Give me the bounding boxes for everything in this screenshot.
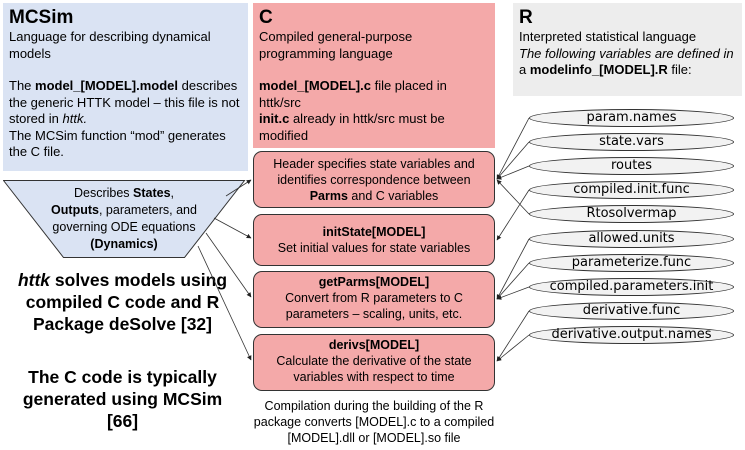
derivs-title: derivs[MODEL] xyxy=(328,338,420,352)
getparms-title: getParms[MODEL] xyxy=(318,275,430,289)
initstate-title: initState[MODEL] xyxy=(322,225,426,239)
mcsim-subtitle: Language for describing dynamical models xyxy=(9,29,211,61)
arrow-parameterize-func xyxy=(496,262,530,300)
getparms-box: getParms[MODEL] Convert from R parameter… xyxy=(253,271,495,328)
header-box: Header specifies state variables and ide… xyxy=(253,151,495,208)
var-compiled-init-func: compiled.init.func xyxy=(529,181,734,199)
r-italic-line: The following variables are defined in xyxy=(519,45,734,61)
r-panel: R Interpreted statistical language The f… xyxy=(513,3,742,96)
r-title: R xyxy=(519,7,533,28)
mcsim-mod-description: The MCSim function “mod” generates the C… xyxy=(9,127,226,160)
mcsim-title: MCSim xyxy=(9,7,74,28)
httk-note: httk solves models using compiled C code… xyxy=(17,270,228,334)
mcsim-model-description: The model_[MODEL].model describes the ge… xyxy=(9,78,240,126)
derivs-text: Calculate the derivative of the state va… xyxy=(276,354,472,384)
arrow-state-vars xyxy=(496,141,530,180)
var-state-vars: state.vars xyxy=(529,133,734,151)
arrow-derivative-func xyxy=(496,310,530,362)
arrow-trap-init xyxy=(213,217,252,239)
arrow-compiled-init-func xyxy=(496,189,530,241)
var-parameterize-func: parameterize.func xyxy=(529,254,734,272)
arrow-routes xyxy=(496,165,530,180)
var-rtosolvermap: Rtosolvermap xyxy=(529,205,734,223)
var-derivative-func: derivative.func xyxy=(529,302,734,320)
model-file-name: model_[MODEL].model xyxy=(35,78,179,93)
c-file-name: model_[MODEL].c xyxy=(259,78,371,93)
arrow-param-names xyxy=(496,117,530,180)
ccode-note: The C code is typically generated using … xyxy=(22,367,223,431)
arrow-derivative-output-names xyxy=(496,334,530,362)
init-file-description: init.c already in httk/src must be modif… xyxy=(259,111,445,143)
c-panel: C Compiled general-purpose programming l… xyxy=(253,3,495,148)
var-compiled-parameters-init: compiled.parameters.init xyxy=(529,278,734,296)
arrow-trap-derivs xyxy=(197,245,252,361)
trapezoid-outline xyxy=(3,180,246,258)
r-subtitle: Interpreted statistical language xyxy=(519,29,697,44)
arrow-trap-header xyxy=(225,179,252,197)
r-file-name: modelinfo_[MODEL].R xyxy=(529,62,668,77)
var-derivative-output-names: derivative.output.names xyxy=(529,326,734,344)
arrow-trap-getparms xyxy=(205,232,252,298)
compilation-note: Compilation during the building of the R… xyxy=(253,399,495,445)
c-subtitle: Compiled general-purpose programming lan… xyxy=(259,29,413,61)
initstate-text: Set initial values for state variables xyxy=(277,241,471,255)
init-file-name: init.c xyxy=(259,111,290,126)
arrow-allowed-units xyxy=(496,238,530,300)
arrow-rtosolvermap xyxy=(496,179,530,215)
r-file-line: a modelinfo_[MODEL].R file: xyxy=(519,62,692,77)
arrow-compiled-parameters-init xyxy=(496,286,530,300)
initstate-box: initState[MODEL] Set initial values for … xyxy=(253,214,495,266)
getparms-text: Convert from R parameters to C parameter… xyxy=(285,291,463,321)
derivs-box: derivs[MODEL] Calculate the derivative o… xyxy=(253,334,495,391)
mcsim-panel: MCSim Language for describing dynamical … xyxy=(3,3,248,171)
c-title: C xyxy=(259,7,273,28)
trapezoid-text: Describes States, Outputs, parameters, a… xyxy=(51,186,197,251)
c-file-description: model_[MODEL].c file placed in httk/src xyxy=(259,78,447,110)
var-allowed-units: allowed.units xyxy=(529,230,734,248)
var-param-names: param.names xyxy=(529,109,734,127)
var-routes: routes xyxy=(529,157,734,175)
